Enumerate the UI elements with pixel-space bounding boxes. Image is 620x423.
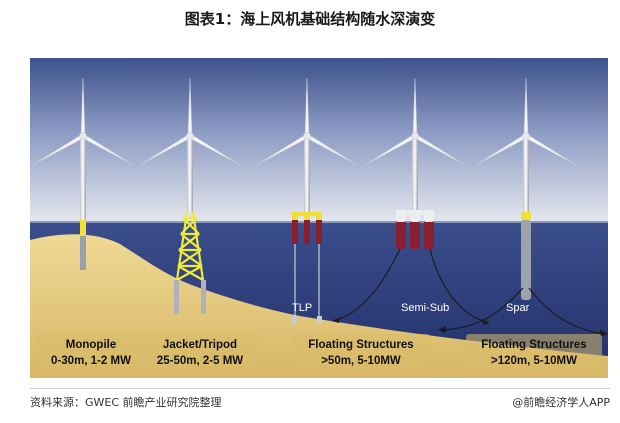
caption-detail: >120m, 5-10MW [491,355,577,367]
turbine-spar [438,77,608,337]
turbine-monopile [32,77,134,270]
caption-detail: >50m, 5-10MW [321,355,401,367]
sky [30,58,608,223]
caption-name: Floating Structures [481,339,586,351]
chart-title: 图表1：海上风机基础结构随水深演变 [184,10,436,28]
turbine-tlp [256,77,358,324]
label-tlp: TLP [292,302,312,314]
label-spar: Spar [506,302,530,314]
caption-name: Monopile [66,339,116,351]
turbine-jacket [139,77,241,314]
caption-floating-50: Floating Structures >50m, 5-10MW [292,334,430,370]
caption-name: Jacket/Tripod [163,339,237,351]
source-note: 资料来源：GWEC 前瞻产业研究院整理 [30,396,222,409]
footer-divider [30,388,610,389]
label-semi-sub: Semi-Sub [401,302,449,314]
diagram-svg: TLP Semi-Sub Spar Monopile 0-30m, 1-2 MW… [30,58,608,378]
caption-detail: 0-30m, 1-2 MW [51,355,131,367]
caption-jacket: Jacket/Tripod 25-50m, 2-5 MW [142,334,258,370]
caption-detail: 25-50m, 2-5 MW [157,355,243,367]
brand-note: @前瞻经济学人APP [512,396,610,409]
caption-name: Floating Structures [308,339,413,351]
jacket-structure [175,211,205,281]
caption-monopile: Monopile 0-30m, 1-2 MW [36,334,146,370]
offshore-foundation-diagram: TLP Semi-Sub Spar Monopile 0-30m, 1-2 MW… [30,58,608,378]
turbine-semi-sub [332,77,490,325]
caption-floating-120: Floating Structures >120m, 5-10MW [466,334,602,370]
footer: 资料来源：GWEC 前瞻产业研究院整理 @前瞻经济学人APP [30,388,610,414]
